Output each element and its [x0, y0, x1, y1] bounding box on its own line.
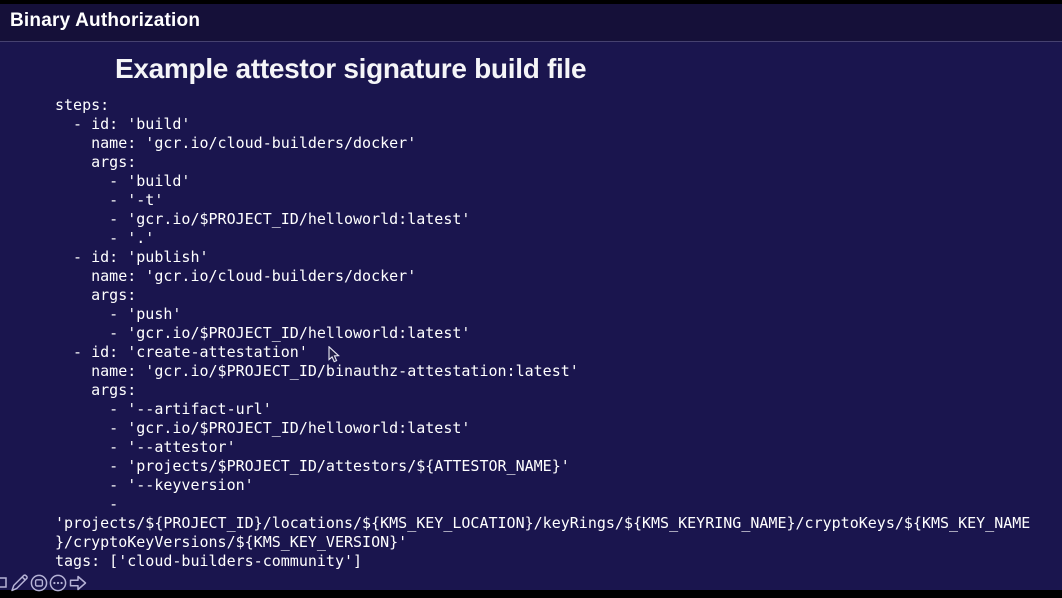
- screen-icon[interactable]: [30, 574, 48, 592]
- square-icon[interactable]: [0, 574, 8, 592]
- bottom-black-bar: [0, 590, 1062, 598]
- more-options-icon[interactable]: [49, 574, 67, 592]
- top-black-bar: [0, 0, 1062, 4]
- annotation-toolbar: [0, 572, 88, 594]
- forward-arrow-icon[interactable]: [68, 574, 88, 592]
- pencil-icon[interactable]: [9, 573, 29, 593]
- slide-title: Example attestor signature build file: [115, 53, 587, 84]
- code-block: steps: - id: 'build' name: 'gcr.io/cloud…: [55, 96, 1031, 570]
- header-title: Binary Authorization: [10, 10, 201, 31]
- header-band: Binary Authorization: [0, 4, 1062, 42]
